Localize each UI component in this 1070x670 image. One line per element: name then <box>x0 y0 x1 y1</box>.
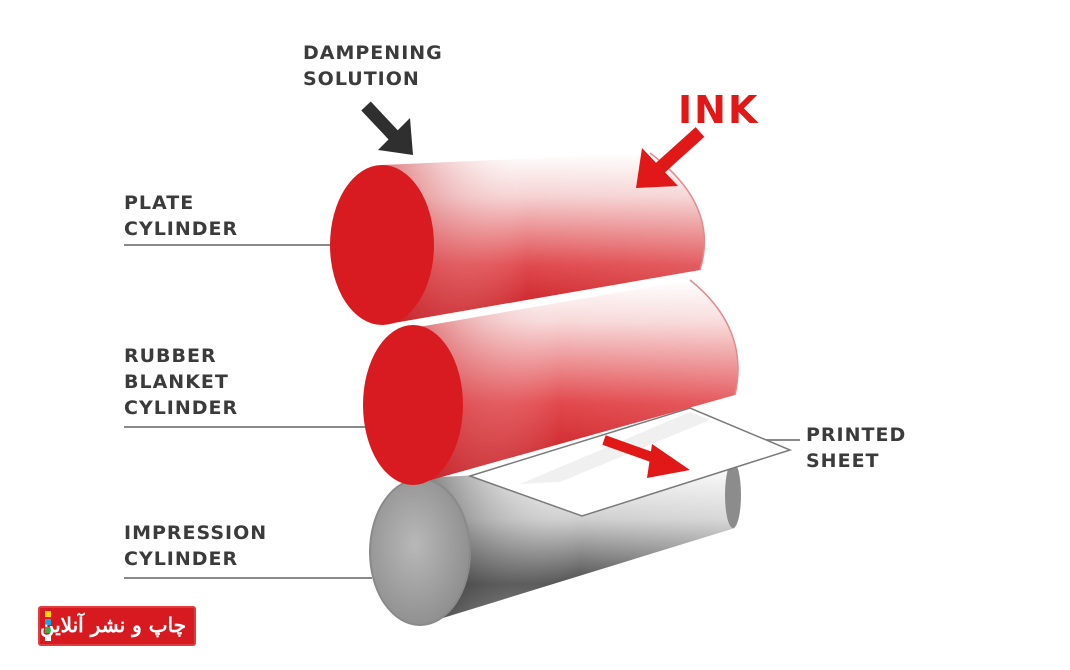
rubber-label-line-2: BLANKET <box>124 371 229 393</box>
impression-cylinder-label: IMPRESSION CYLINDER <box>124 520 267 572</box>
impression-label-line-1: IMPRESSION <box>124 522 268 544</box>
rubber-label-line-1: RUBBER <box>124 345 217 367</box>
watermark-text: چاپ و نشر آنلاین <box>39 613 186 637</box>
rubber-label-line-3: CYLINDER <box>124 397 239 419</box>
dampening-label-line-1: DAMPENING <box>303 42 443 64</box>
impression-label-line-2: CYLINDER <box>124 548 239 570</box>
plate-cylinder-end <box>330 165 434 325</box>
sheet-direction-arrow-icon <box>602 435 690 478</box>
ink-arrow-icon <box>636 127 705 188</box>
plate-label-line-1: PLATE <box>124 192 195 214</box>
sheet-label-line-1: PRINTED <box>806 424 907 446</box>
rubber-blanket-cylinder-label: RUBBER BLANKET CYLINDER <box>124 343 238 421</box>
plate-cylinder-label: PLATE CYLINDER <box>124 190 238 242</box>
watermark-logo: چاپ و نشر آنلاین <box>38 606 196 646</box>
impression-cylinder-end <box>369 478 471 626</box>
dampening-arrow-icon <box>361 101 413 155</box>
rubber-blanket-cylinder-end <box>363 325 463 485</box>
logo-color-dots-icon <box>44 610 58 642</box>
printed-sheet-label: PRINTED SHEET <box>806 422 906 474</box>
dampening-solution-label: DAMPENING SOLUTION <box>303 40 443 92</box>
dampening-label-line-2: SOLUTION <box>303 68 420 90</box>
plate-cylinder <box>330 152 706 325</box>
rubber-blanket-cylinder <box>363 279 739 485</box>
sheet-label-line-2: SHEET <box>806 450 880 472</box>
ink-label: INK <box>678 88 760 132</box>
plate-label-line-2: CYLINDER <box>124 218 239 240</box>
impression-cylinder <box>369 462 741 626</box>
